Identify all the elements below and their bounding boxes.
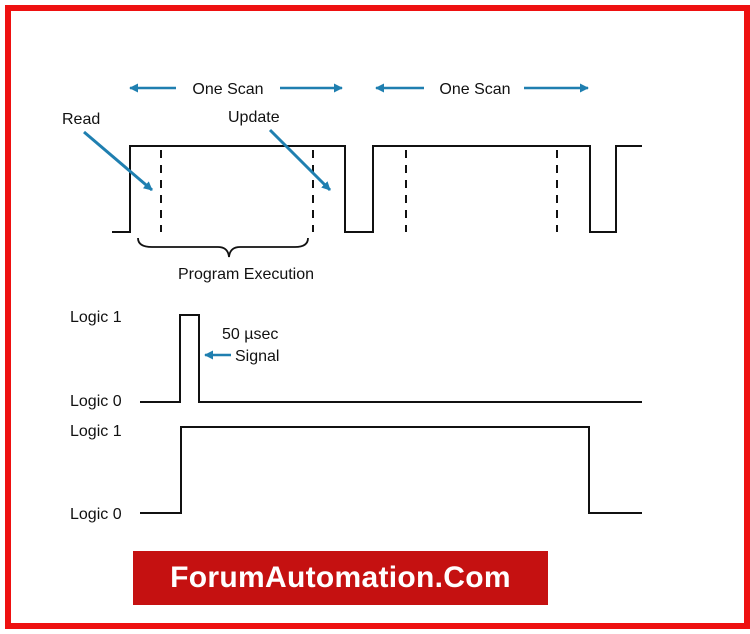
- logic0-label-bottom: Logic 0: [70, 506, 122, 523]
- brand-text: ForumAutomation.Com: [170, 561, 511, 594]
- signal-label: Signal: [235, 348, 279, 365]
- logic1-label-top: Logic 1: [70, 309, 122, 326]
- update-label: Update: [228, 109, 280, 126]
- red-border-frame: [5, 5, 750, 629]
- update-arrow: [268, 128, 332, 192]
- output-signal-waveform: [140, 426, 642, 514]
- program-execution-brace: [137, 237, 309, 258]
- one-scan-label-1: One Scan: [192, 81, 263, 98]
- pulse-signal-waveform: [140, 314, 642, 403]
- logic1-label-bottom: Logic 1: [70, 423, 122, 440]
- read-label: Read: [62, 111, 100, 128]
- brand-banner: ForumAutomation.Com: [133, 551, 548, 605]
- scan-dashed-markers: [160, 150, 558, 232]
- one-scan-span-1: One Scan: [129, 81, 343, 98]
- one-scan-span-2: One Scan: [375, 81, 589, 98]
- program-execution-label: Program Execution: [178, 266, 314, 283]
- pulse-duration-label: 50 µsec: [222, 326, 278, 343]
- logic0-label-top: Logic 0: [70, 393, 122, 410]
- read-arrow: [83, 130, 153, 192]
- one-scan-label-2: One Scan: [439, 81, 510, 98]
- scan-cycle-waveform: [112, 145, 642, 233]
